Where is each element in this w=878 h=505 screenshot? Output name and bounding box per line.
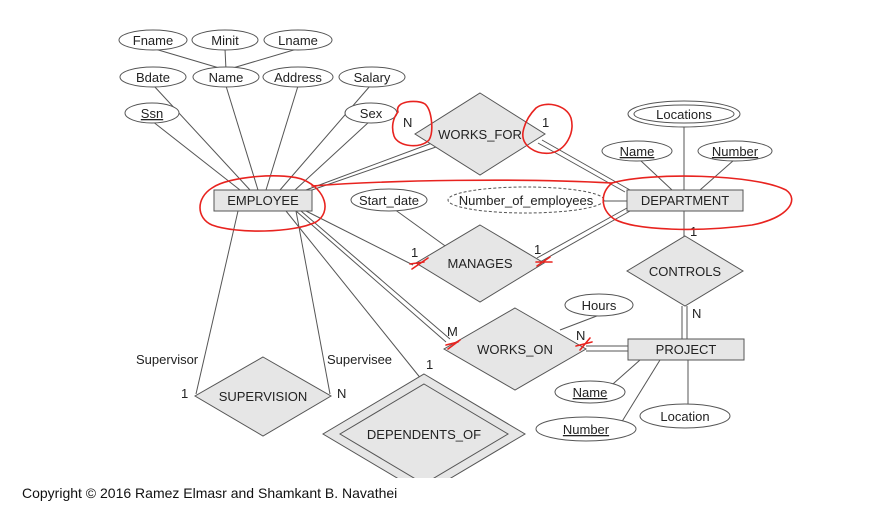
attribute-locations-label: Locations xyxy=(656,107,712,122)
entity-department-label: DEPARTMENT xyxy=(641,193,729,208)
attribute-bdate-label: Bdate xyxy=(136,70,170,85)
attribute-proj-number: Number xyxy=(535,416,637,442)
cardinality-works-for-n: N xyxy=(403,115,412,130)
entity-employee-label: EMPLOYEE xyxy=(227,193,299,208)
attribute-minit-label: Minit xyxy=(211,33,239,48)
entity-project: PROJECT xyxy=(627,338,745,361)
relationship-dependents-of: DEPENDENTS_OF xyxy=(322,373,526,478)
attribute-number-of-employees-label: Number_of_employees xyxy=(459,193,594,208)
attribute-fname-label: Fname xyxy=(133,33,173,48)
attribute-dept-number: Number xyxy=(697,140,773,162)
attribute-start-date: Start_date xyxy=(350,188,428,212)
attribute-location: Location xyxy=(639,403,731,429)
cardinality-controls-department: 1 xyxy=(690,224,697,239)
attribute-sex-label: Sex xyxy=(360,106,383,121)
cardinality-works-for-1: 1 xyxy=(542,115,549,130)
annotation-mark-works-on-employee xyxy=(445,339,461,350)
attribute-hours-label: Hours xyxy=(582,298,617,313)
attribute-hours: Hours xyxy=(564,293,634,317)
cardinality-supervision-supervisor: 1 xyxy=(181,386,188,401)
relationship-works-for-label: WORKS_FOR xyxy=(438,127,522,142)
cardinality-supervision-supervisee: N xyxy=(337,386,346,401)
annotation-link-employee-department xyxy=(311,179,613,187)
attribute-ssn-label: Ssn xyxy=(141,106,163,121)
cardinality-controls-project: N xyxy=(692,306,701,321)
attribute-locations: Locations xyxy=(627,100,741,128)
attribute-name: Name xyxy=(192,66,260,88)
er-diagram: Fname Minit Lname Bdate Name Address Sal… xyxy=(118,29,793,478)
relationship-works-on-label: WORKS_ON xyxy=(477,342,553,357)
annotation-circle-works-for-n xyxy=(391,100,433,147)
attribute-lname-label: Lname xyxy=(278,33,318,48)
relationship-works-on: WORKS_ON xyxy=(443,307,587,391)
attribute-number-of-employees: Number_of_employees xyxy=(447,186,605,214)
relationship-manages-label: MANAGES xyxy=(447,256,512,271)
attribute-bdate: Bdate xyxy=(119,66,187,88)
annotation-mark-works-on-project xyxy=(575,337,593,351)
entity-project-label: PROJECT xyxy=(656,342,717,357)
attribute-dept-name-label: Name xyxy=(620,144,655,159)
attribute-address-label: Address xyxy=(274,70,322,85)
attribute-proj-name-label: Name xyxy=(573,385,608,400)
cardinality-manages-employee: 1 xyxy=(411,245,418,260)
annotation-circle-employee xyxy=(199,175,326,232)
attribute-address: Address xyxy=(262,66,334,88)
attribute-start-date-label: Start_date xyxy=(359,193,419,208)
role-supervisor: Supervisor xyxy=(136,352,199,367)
cardinality-manages-department: 1 xyxy=(534,242,541,257)
attribute-ssn: Ssn xyxy=(124,102,180,124)
attribute-name-label: Name xyxy=(209,70,244,85)
attribute-location-label: Location xyxy=(660,409,709,424)
relationship-controls: CONTROLS xyxy=(626,235,744,307)
annotation-mark-manages-employee xyxy=(409,257,429,270)
handwritten-annotations xyxy=(199,100,793,351)
entity-department: DEPARTMENT xyxy=(626,189,744,212)
entity-employee: EMPLOYEE xyxy=(213,189,313,212)
copyright-notice: Copyright © 2016 Ramez Elmasr and Shamka… xyxy=(22,485,398,501)
attribute-salary: Salary xyxy=(338,66,406,88)
attribute-proj-number-label: Number xyxy=(563,422,610,437)
role-supervisee: Supervisee xyxy=(327,352,392,367)
annotation-circle-works-for-1 xyxy=(522,103,573,155)
cardinality-dependents-of: 1 xyxy=(426,357,433,372)
cardinality-works-on-employee: M xyxy=(447,324,458,339)
relationship-dependents-of-label: DEPENDENTS_OF xyxy=(367,427,481,442)
attribute-salary-label: Salary xyxy=(354,70,391,85)
annotation-circle-department xyxy=(602,175,793,231)
relationship-supervision-label: SUPERVISION xyxy=(219,389,308,404)
connector-lines xyxy=(151,48,735,429)
cardinality-works-on-project: N xyxy=(576,328,585,343)
relationship-supervision: SUPERVISION xyxy=(194,356,332,437)
attribute-fname: Fname xyxy=(118,29,188,51)
attribute-proj-name: Name xyxy=(554,380,626,404)
annotation-mark-manages-department xyxy=(535,256,553,267)
attribute-sex: Sex xyxy=(344,102,398,124)
attribute-lname: Lname xyxy=(263,29,333,51)
attribute-dept-number-label: Number xyxy=(712,144,759,159)
relationship-controls-label: CONTROLS xyxy=(649,264,722,279)
attribute-dept-name: Name xyxy=(601,140,673,162)
attribute-minit: Minit xyxy=(191,29,259,51)
relationship-manages: MANAGES xyxy=(415,224,545,303)
relationship-works-for: WORKS_FOR xyxy=(414,92,546,176)
